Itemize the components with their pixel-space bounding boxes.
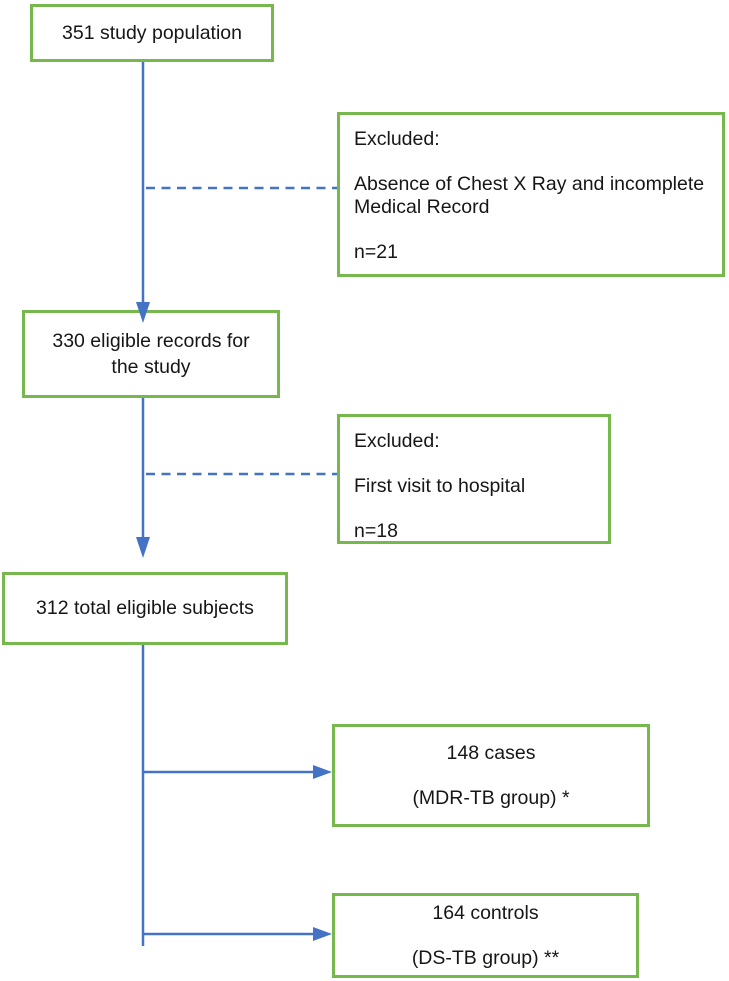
box-excluded-2: Excluded: First visit to hospital n=18 [337, 414, 611, 544]
excluded-1-count: n=21 [354, 241, 398, 263]
box-eligible-records-line-1: 330 eligible records for [52, 329, 250, 352]
box-eligible-records-line-2: the study [111, 355, 191, 378]
box-cases-group-label: (MDR-TB group) * [412, 786, 570, 809]
excluded-1-heading: Excluded: [354, 128, 440, 150]
box-study-population: 351 study population [30, 4, 274, 62]
box-study-population-text: 351 study population [62, 21, 242, 44]
excluded-1-reason-line-2: Medical Record [354, 196, 490, 218]
box-eligible-records: 330 eligible records for the study [22, 310, 280, 398]
box-cases: 148 cases (MDR-TB group) * [332, 724, 650, 827]
excluded-2-heading: Excluded: [354, 430, 440, 452]
box-controls: 164 controls (DS-TB group) ** [332, 893, 639, 978]
arrowhead-into-controls-icon [313, 927, 332, 941]
arrowhead-into-cases-icon [313, 765, 332, 779]
arrowhead-into-total-icon [136, 537, 150, 558]
box-excluded-1: Excluded: Absence of Chest X Ray and inc… [337, 112, 725, 277]
box-controls-count: 164 controls [432, 901, 539, 924]
box-total-eligible-text: 312 total eligible subjects [36, 597, 254, 619]
excluded-1-reason-line-1: Absence of Chest X Ray and incomplete [354, 173, 705, 195]
excluded-2-reason: First visit to hospital [354, 475, 526, 497]
box-cases-count: 148 cases [446, 741, 536, 764]
excluded-2-count: n=18 [354, 520, 398, 542]
box-controls-group-label: (DS-TB group) ** [411, 946, 560, 969]
box-total-eligible: 312 total eligible subjects [2, 572, 288, 645]
